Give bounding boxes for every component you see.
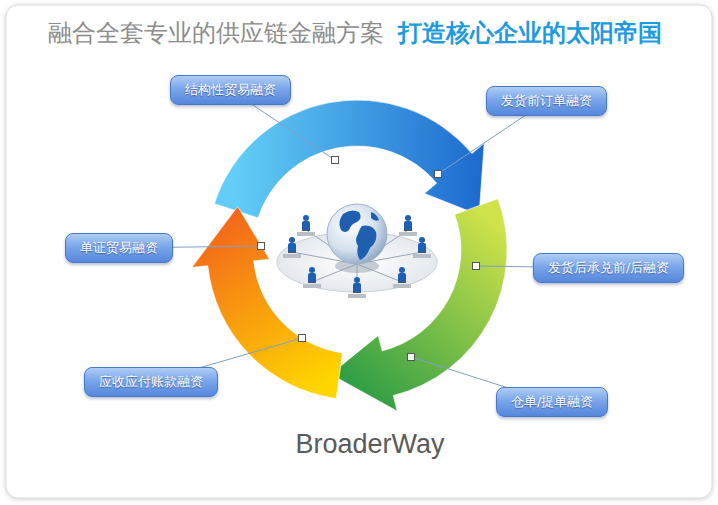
workstations [399,267,405,273]
callout-box: 发货前订单融资 [486,86,607,116]
workstations [399,232,417,236]
globe-continent [339,210,360,232]
workstations [413,254,431,258]
callout-box: 仓单/提单融资 [496,387,608,417]
workstations [398,273,406,282]
globe [327,204,387,264]
anchor-dot [258,243,265,250]
slogan: 打造核心企业的太阳帝国 [398,18,662,48]
anchor-dot [435,171,442,178]
workstations [303,267,321,288]
workstations [283,237,301,258]
anchor-dot [473,263,480,270]
callout-text: 结构性贸易融资 [185,81,276,98]
workstations [303,215,309,221]
callout-box: 结构性贸易融资 [170,75,291,105]
anchor-dot [332,157,339,164]
workstations [309,267,315,273]
callout-box: 应收应付账款融资 [84,367,218,397]
cycle-arrows [192,100,507,411]
network-illustration [277,204,437,298]
cycle-arrow [214,100,484,218]
workstations [354,277,360,283]
workstations [399,215,417,236]
workstations [297,232,315,236]
callout-box: 单证贸易融资 [65,233,173,263]
workstations [348,294,366,298]
workstations [303,284,321,288]
workstations [348,277,366,298]
workstations [393,284,411,288]
globe-continent [356,226,376,260]
callout-text: 发货后承兑前/后融资 [548,259,669,276]
callout-box: 发货后承兑前/后融资 [533,253,684,283]
globe-continent [371,212,379,221]
workstations [404,221,412,230]
card-panel [6,5,712,498]
workstations [288,243,296,252]
workstations [418,243,426,252]
workstations [419,237,425,243]
workstations [413,237,431,258]
brand-logo: BroaderWay [295,428,444,461]
workstations [283,254,301,258]
workstations [393,267,411,288]
callout-text: 仓单/提单融资 [511,393,593,410]
workstations [405,215,411,221]
workstations [302,221,310,230]
workstations [353,283,361,292]
callout-text: 发货前订单融资 [501,92,592,109]
network-wires [312,264,357,282]
title: 融合全套专业的供应链金融方案 [48,18,384,48]
workstations [308,273,316,282]
callout-text: 应收应付账款融资 [99,373,203,390]
workstations [297,215,315,236]
workstations [289,237,295,243]
anchor-dot [299,335,306,342]
anchor-dot [408,354,415,361]
network-wires [357,264,402,282]
callout-text: 单证贸易融资 [80,239,158,256]
